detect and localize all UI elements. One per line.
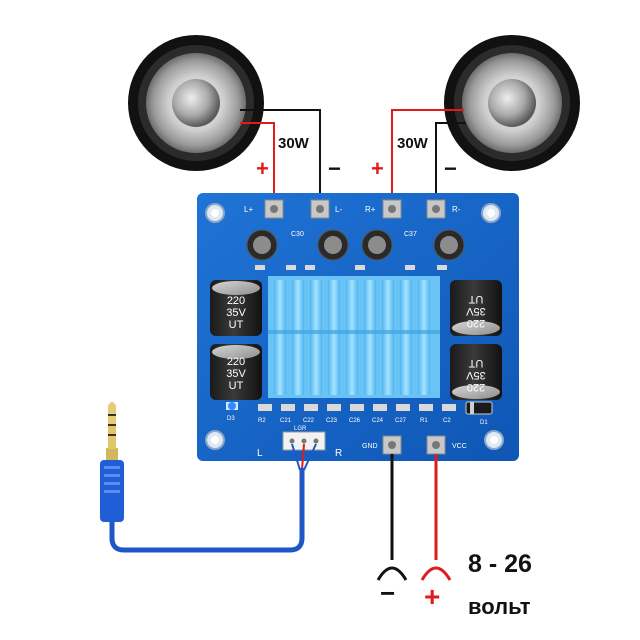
terminal-label-l-minus: L- bbox=[335, 205, 342, 214]
voltage-unit-label: вольт bbox=[468, 594, 531, 619]
cap3-value: 220 bbox=[467, 317, 485, 329]
cap4-voltage: 35V bbox=[466, 369, 486, 381]
amplifier-board: L+ L- R+ R- C30 C37 bbox=[197, 193, 519, 461]
voltage-range-label: 8 - 26 bbox=[468, 550, 532, 578]
cap2-value: 220 bbox=[227, 356, 245, 368]
silk-c23: C23 bbox=[326, 418, 338, 424]
capacitor-bottom-left: 220 35V UT bbox=[210, 344, 262, 400]
terminal-label-l-plus: L+ bbox=[244, 205, 253, 214]
audio-cable bbox=[109, 467, 305, 553]
mounting-holes bbox=[205, 203, 504, 450]
silk-c30: C30 bbox=[291, 231, 304, 238]
silk-ch-l: L bbox=[257, 448, 263, 459]
cap1-suffix: UT bbox=[229, 319, 244, 331]
silk-c26: C26 bbox=[349, 418, 361, 424]
cap3-suffix: UT bbox=[468, 293, 483, 305]
silk-r1: R1 bbox=[420, 418, 428, 424]
terminal-label-vcc: VCC bbox=[452, 443, 467, 450]
terminal-label-r-plus: R+ bbox=[365, 205, 376, 214]
power-plus-sign: + bbox=[424, 581, 440, 612]
inductors bbox=[246, 229, 465, 261]
silk-d3: D3 bbox=[227, 416, 235, 422]
audio-input-wires bbox=[291, 443, 317, 471]
silk-c37: C37 bbox=[404, 231, 417, 238]
cap4-value: 220 bbox=[467, 381, 485, 393]
cap1-value: 220 bbox=[227, 295, 245, 307]
smd-components-top bbox=[255, 265, 447, 270]
left-minus-sign: − bbox=[328, 156, 341, 181]
capacitor-top-left: 220 35V UT bbox=[210, 280, 262, 336]
right-speaker-wires bbox=[391, 109, 466, 200]
capacitor-top-right: 220 35V UT bbox=[450, 280, 502, 336]
capacitor-bottom-right: 220 35V UT bbox=[450, 344, 502, 400]
left-speaker-wires bbox=[240, 109, 321, 200]
terminal-label-r-minus: R- bbox=[452, 205, 461, 214]
heatsink bbox=[268, 276, 440, 398]
silk-c24: C24 bbox=[372, 418, 384, 424]
speaker-terminals bbox=[264, 199, 446, 219]
silk-jack-marks: LGR bbox=[294, 426, 307, 432]
cap4-suffix: UT bbox=[468, 357, 483, 369]
silk-r2: R2 bbox=[258, 418, 266, 424]
terminal-label-gnd: GND bbox=[362, 443, 378, 450]
right-plus-sign: + bbox=[371, 156, 384, 181]
cap3-voltage: 35V bbox=[466, 305, 486, 317]
silk-c22: C22 bbox=[303, 418, 315, 424]
left-power-label: 30W bbox=[278, 135, 310, 152]
right-power-label: 30W bbox=[397, 135, 429, 152]
led-d3 bbox=[226, 402, 238, 410]
silk-ch-r: R bbox=[335, 448, 342, 459]
silk-d1: D1 bbox=[480, 420, 488, 426]
silk-c2: C2 bbox=[443, 418, 451, 424]
right-speaker bbox=[444, 35, 580, 171]
silk-c21: C21 bbox=[280, 418, 292, 424]
ground-wire-end-icon bbox=[376, 566, 408, 581]
diode-d1 bbox=[465, 401, 493, 415]
positive-wire-end-icon bbox=[420, 566, 452, 581]
power-minus-sign: − bbox=[380, 578, 395, 608]
right-minus-sign: − bbox=[444, 156, 457, 181]
left-speaker bbox=[128, 35, 264, 171]
cap1-voltage: 35V bbox=[226, 307, 246, 319]
power-terminals bbox=[382, 435, 446, 455]
smd-components-bottom bbox=[258, 404, 456, 411]
cap2-suffix: UT bbox=[229, 380, 244, 392]
audio-jack-plug bbox=[100, 402, 124, 522]
silk-c27: C27 bbox=[395, 418, 407, 424]
left-plus-sign: + bbox=[256, 156, 269, 181]
cap2-voltage: 35V bbox=[226, 368, 246, 380]
